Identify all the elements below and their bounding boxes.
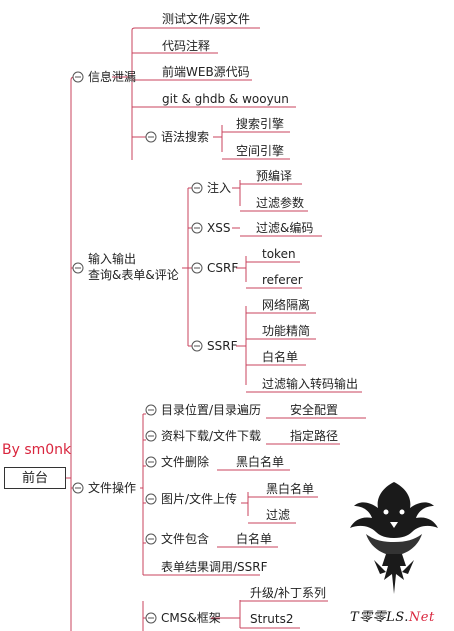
node-file-ops[interactable]: 文件操作 <box>88 481 137 495</box>
node-form-ssrf[interactable]: 表单结果调用/SSRF <box>161 560 268 574</box>
node-whitelist-include[interactable]: 白名单 <box>236 532 273 546</box>
watermark-accent: Net <box>408 610 435 625</box>
node-filter-upload[interactable]: 过滤 <box>266 508 291 522</box>
node-xss[interactable]: XSS <box>207 221 231 235</box>
node-token[interactable]: token <box>262 247 296 261</box>
node-feature-minimize[interactable]: 功能精简 <box>262 324 311 338</box>
node-csrf[interactable]: CSRF <box>207 261 239 275</box>
node-dir-traversal[interactable]: 目录位置/目录遍历 <box>161 403 262 417</box>
node-file-delete[interactable]: 文件删除 <box>161 455 210 469</box>
root-node[interactable]: 前台 <box>4 467 66 489</box>
node-filter-encode[interactable]: 过滤&编码 <box>256 221 314 235</box>
node-git-ghdb[interactable]: git & ghdb & wooyun <box>162 92 289 106</box>
node-bw-list-upload[interactable]: 黑白名单 <box>266 482 315 496</box>
node-fixed-path[interactable]: 指定路径 <box>290 429 339 443</box>
node-filter-params[interactable]: 过滤参数 <box>256 196 305 210</box>
node-info-leak[interactable]: 信息泄漏 <box>88 70 137 84</box>
node-file-include[interactable]: 文件包含 <box>161 532 210 546</box>
author-credit: By sm0nk <box>2 442 72 458</box>
node-space-engine[interactable]: 空间引擎 <box>236 144 285 158</box>
node-search-engine[interactable]: 搜索引擎 <box>236 117 285 131</box>
node-filter-input-output[interactable]: 过滤输入转码输出 <box>262 377 359 391</box>
node-frontend-source[interactable]: 前端WEB源代码 <box>162 65 250 79</box>
node-ssrf[interactable]: SSRF <box>207 339 238 353</box>
node-net-isolation[interactable]: 网络隔离 <box>262 298 311 312</box>
node-upgrade-patch[interactable]: 升级/补丁系列 <box>250 586 327 600</box>
node-struts2[interactable]: Struts2 <box>250 612 294 626</box>
node-referer[interactable]: referer <box>262 273 303 287</box>
watermark-text: T零零LS.Net <box>350 606 435 625</box>
node-test-files[interactable]: 测试文件/弱文件 <box>162 12 251 26</box>
node-file-upload[interactable]: 图片/文件上传 <box>161 492 238 506</box>
node-precompile[interactable]: 预编译 <box>256 169 293 183</box>
node-injection[interactable]: 注入 <box>207 181 232 195</box>
node-cms-framework[interactable]: CMS&框架 <box>161 611 221 625</box>
watermark-main: T零零LS. <box>350 610 409 625</box>
node-bw-list-delete[interactable]: 黑白名单 <box>236 455 285 469</box>
node-io-line1[interactable]: 输入输出 <box>88 252 137 266</box>
node-io-line2[interactable]: 查询&表单&评论 <box>88 268 179 282</box>
node-code-comments[interactable]: 代码注释 <box>162 39 211 53</box>
node-file-download[interactable]: 资料下载/文件下载 <box>161 429 262 443</box>
node-whitelist[interactable]: 白名单 <box>262 350 299 364</box>
dragon-logo-icon <box>350 482 438 594</box>
node-secure-config[interactable]: 安全配置 <box>290 403 339 417</box>
node-syntax-search[interactable]: 语法搜索 <box>161 130 210 144</box>
